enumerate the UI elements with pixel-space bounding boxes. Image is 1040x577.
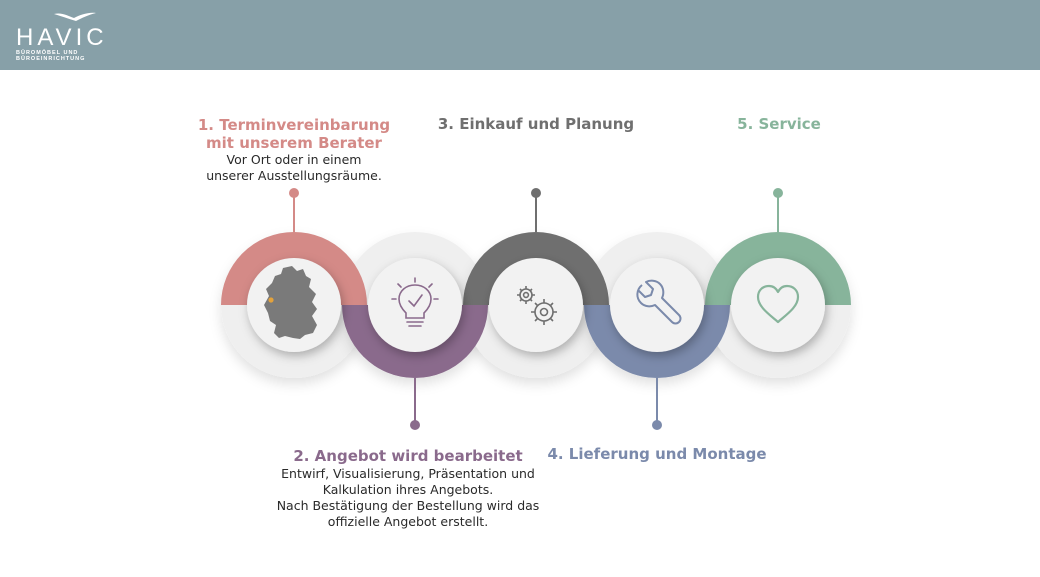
step1-connector-dot bbox=[289, 188, 299, 198]
gears-icon bbox=[517, 286, 557, 325]
lightbulb-icon bbox=[391, 277, 439, 327]
heart-icon bbox=[756, 284, 800, 324]
step2-desc-line2: Kalkulation ihres Angebots. bbox=[322, 482, 494, 497]
step1-description: Vor Ort oder in einem unserer Ausstellun… bbox=[194, 152, 394, 184]
step2-desc-line4: offizielle Angebot erstellt. bbox=[327, 514, 489, 529]
step2-description: Entwirf, Visualisierung, Präsentation un… bbox=[258, 466, 558, 530]
step1-desc-line1: Vor Ort oder in einem bbox=[226, 152, 362, 167]
wrench-icon bbox=[636, 279, 682, 325]
step4-connector-dot bbox=[652, 420, 662, 430]
step1-title-line2: mit unserem Berater bbox=[206, 134, 382, 152]
brand-name: HAVIC bbox=[16, 24, 108, 51]
step3-title: 3. Einkauf und Planung bbox=[437, 115, 635, 133]
brand-tagline-1: BÜROMÖBEL UND bbox=[16, 50, 79, 56]
step5-connector-dot bbox=[773, 188, 783, 198]
step2-desc-line3: Nach Bestätigung der Bestellung wird das bbox=[276, 498, 540, 513]
germany-map-icon bbox=[264, 266, 317, 339]
step3-connector-dot bbox=[531, 188, 541, 198]
brand-logo[interactable]: HAVIC BÜROMÖBEL UND BÜROEINRICHTUNG bbox=[16, 12, 108, 62]
step5-inner-circle[interactable] bbox=[731, 258, 825, 352]
step2-title: 2. Angebot wird bearbeitet bbox=[293, 447, 523, 465]
bird-logo-icon bbox=[54, 12, 96, 21]
brand-tagline-2: BÜROEINRICHTUNG bbox=[16, 56, 86, 62]
step1-title-line1: 1. Terminvereinbarung bbox=[197, 116, 391, 134]
step4-inner-circle[interactable] bbox=[610, 258, 704, 352]
step2-connector-dot bbox=[410, 420, 420, 430]
header-bar: HAVIC BÜROMÖBEL UND BÜROEINRICHTUNG bbox=[0, 0, 1040, 70]
step1-desc-line2: unserer Ausstellungsräume. bbox=[206, 168, 382, 183]
step2-desc-line1: Entwirf, Visualisierung, Präsentation un… bbox=[281, 466, 535, 481]
step4-title: 4. Lieferung und Montage bbox=[547, 445, 767, 463]
step5-title: 5. Service bbox=[737, 115, 821, 133]
step1-title: 1. Terminvereinbarung mit unserem Berate… bbox=[194, 116, 394, 152]
